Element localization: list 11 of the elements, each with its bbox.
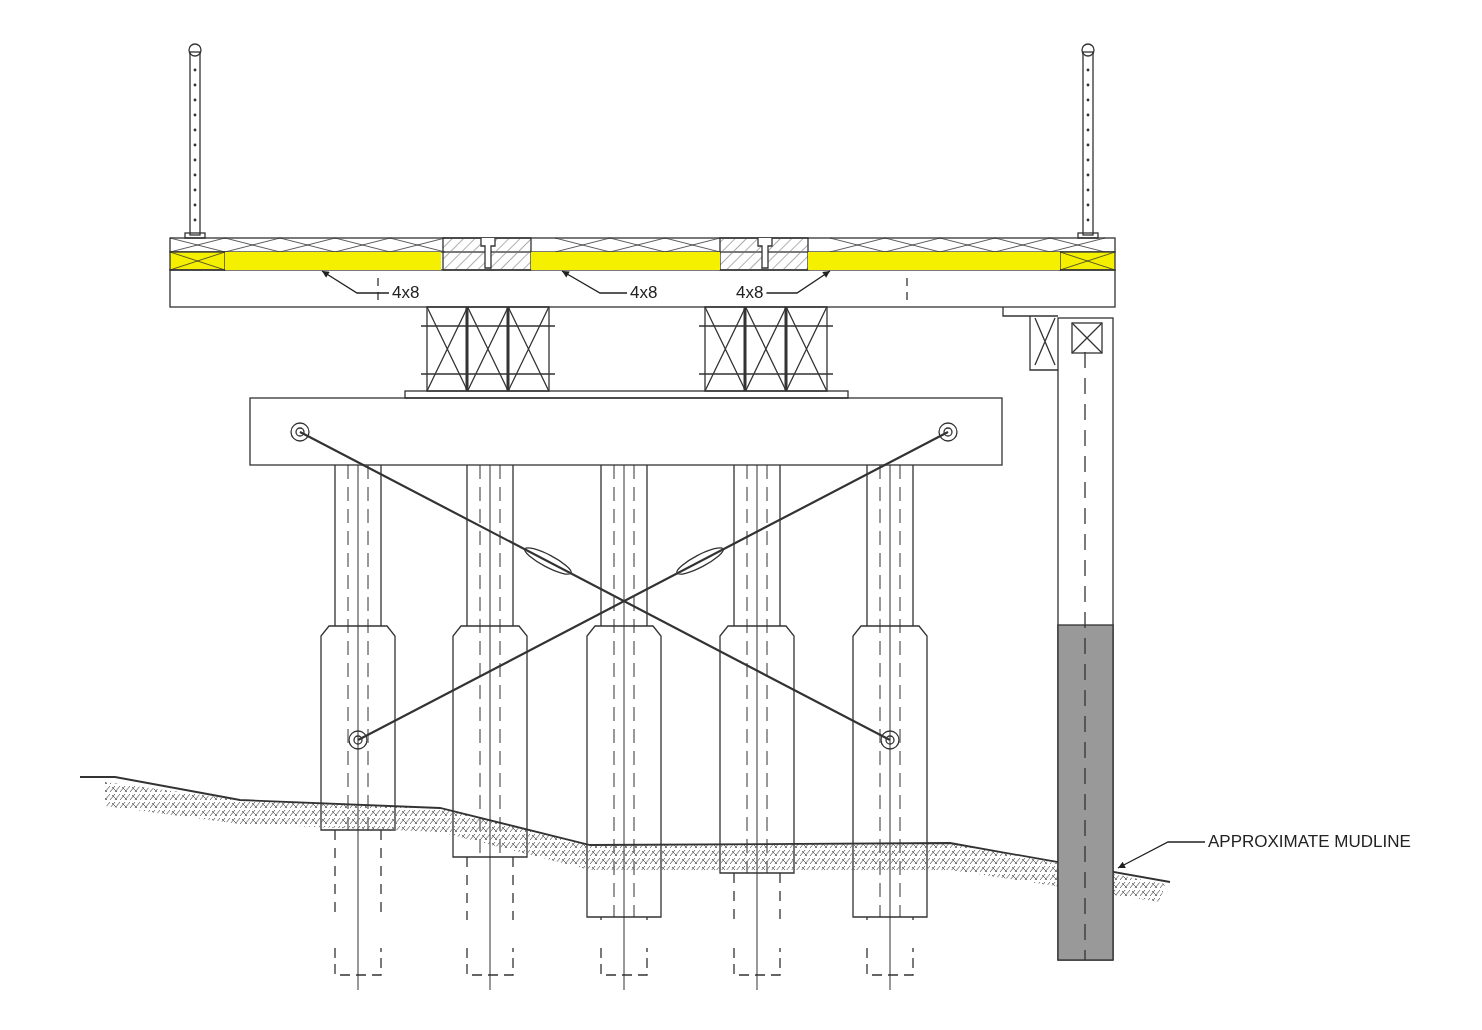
- leader-line: [561, 270, 628, 294]
- deck-plank: [531, 252, 720, 270]
- callout-label: APPROXIMATE MUDLINE: [1208, 832, 1411, 852]
- size-label: 4x8: [630, 283, 658, 303]
- leader-line: [1117, 841, 1206, 869]
- leader-line: [321, 270, 390, 294]
- deck-plank: [808, 252, 1060, 270]
- size-label: 4x8: [736, 283, 764, 303]
- size-label: 4x8: [392, 283, 420, 303]
- deck-plank: [225, 252, 441, 270]
- leader-line: [765, 270, 831, 294]
